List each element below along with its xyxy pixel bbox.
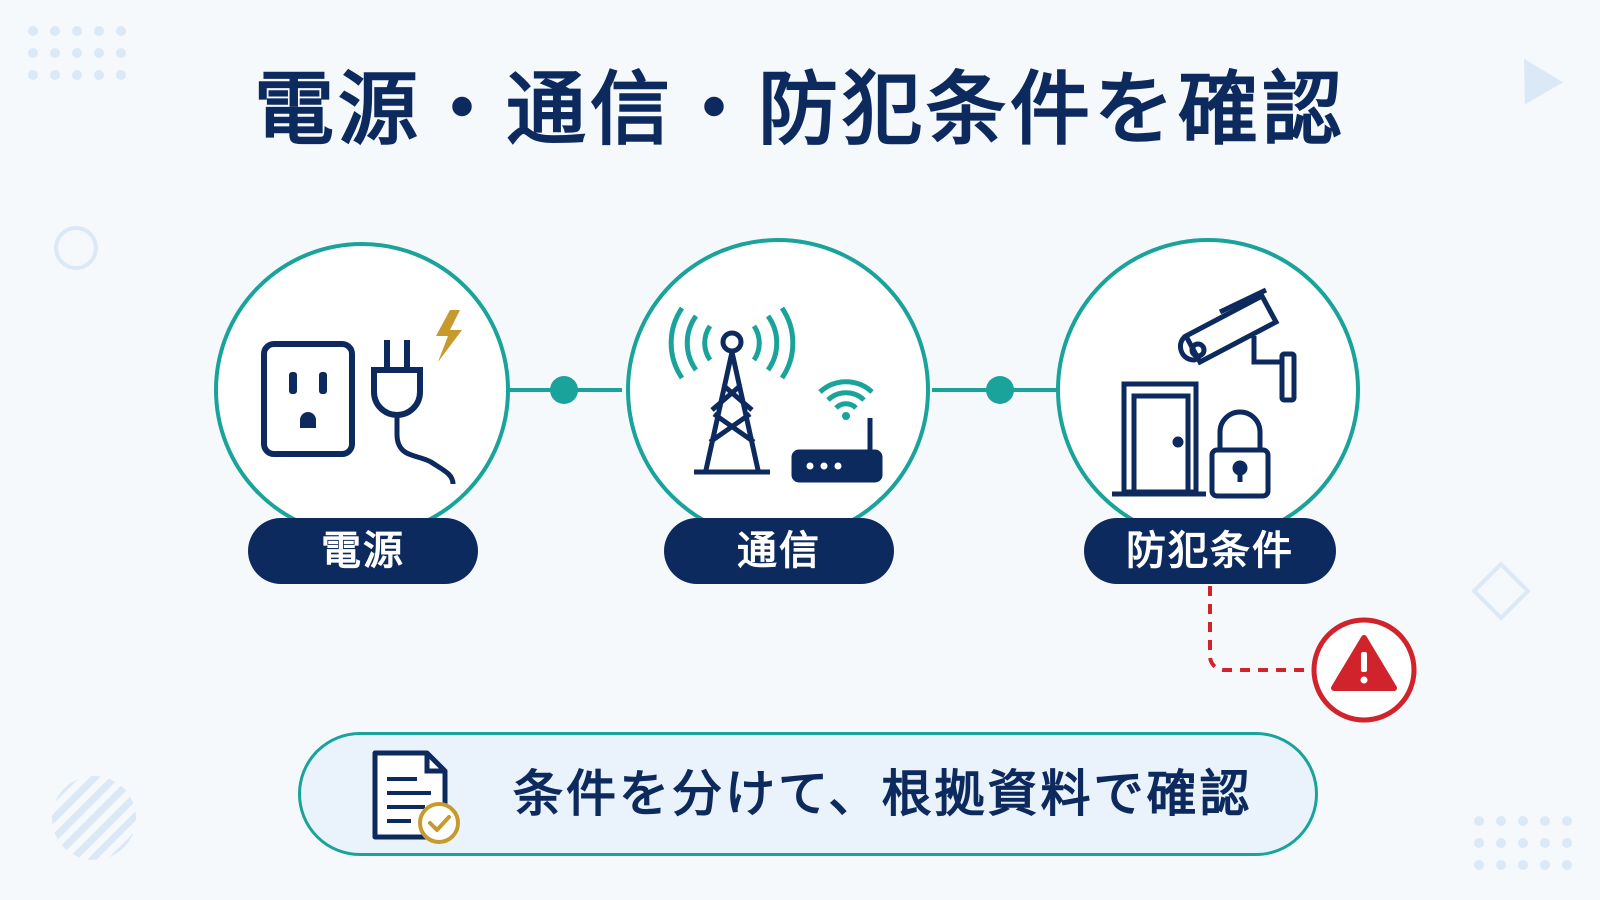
summary-text: 条件を分けて、根拠資料で確認 xyxy=(513,765,1253,823)
dot-grid-decoration-top-left xyxy=(28,26,126,80)
warning-connector xyxy=(1208,586,1314,672)
page-title: 電源・通信・防犯条件を確認 xyxy=(254,63,1346,156)
step-circle-security xyxy=(1056,238,1360,542)
camera-door-lock-icon xyxy=(1112,287,1297,499)
step-circle-network xyxy=(626,238,930,542)
router-lights xyxy=(806,462,842,470)
step-label-power: 電源 xyxy=(248,518,478,584)
document-check-icon xyxy=(372,750,460,844)
summary-banner: 条件を分けて、根拠資料で確認 xyxy=(298,732,1318,856)
step-label-network: 通信 xyxy=(664,518,894,584)
step-circle-power xyxy=(214,242,510,538)
step-label-security: 防犯条件 xyxy=(1084,518,1336,584)
warning-icon xyxy=(1311,617,1417,723)
connector-node-2 xyxy=(986,376,1014,404)
dot-grid-decoration-bottom-right xyxy=(1474,816,1572,870)
connector-node-1 xyxy=(550,376,578,404)
ring-decoration xyxy=(54,226,98,270)
outlet-plug-icon xyxy=(261,310,462,485)
striped-circle-decoration xyxy=(52,776,136,860)
